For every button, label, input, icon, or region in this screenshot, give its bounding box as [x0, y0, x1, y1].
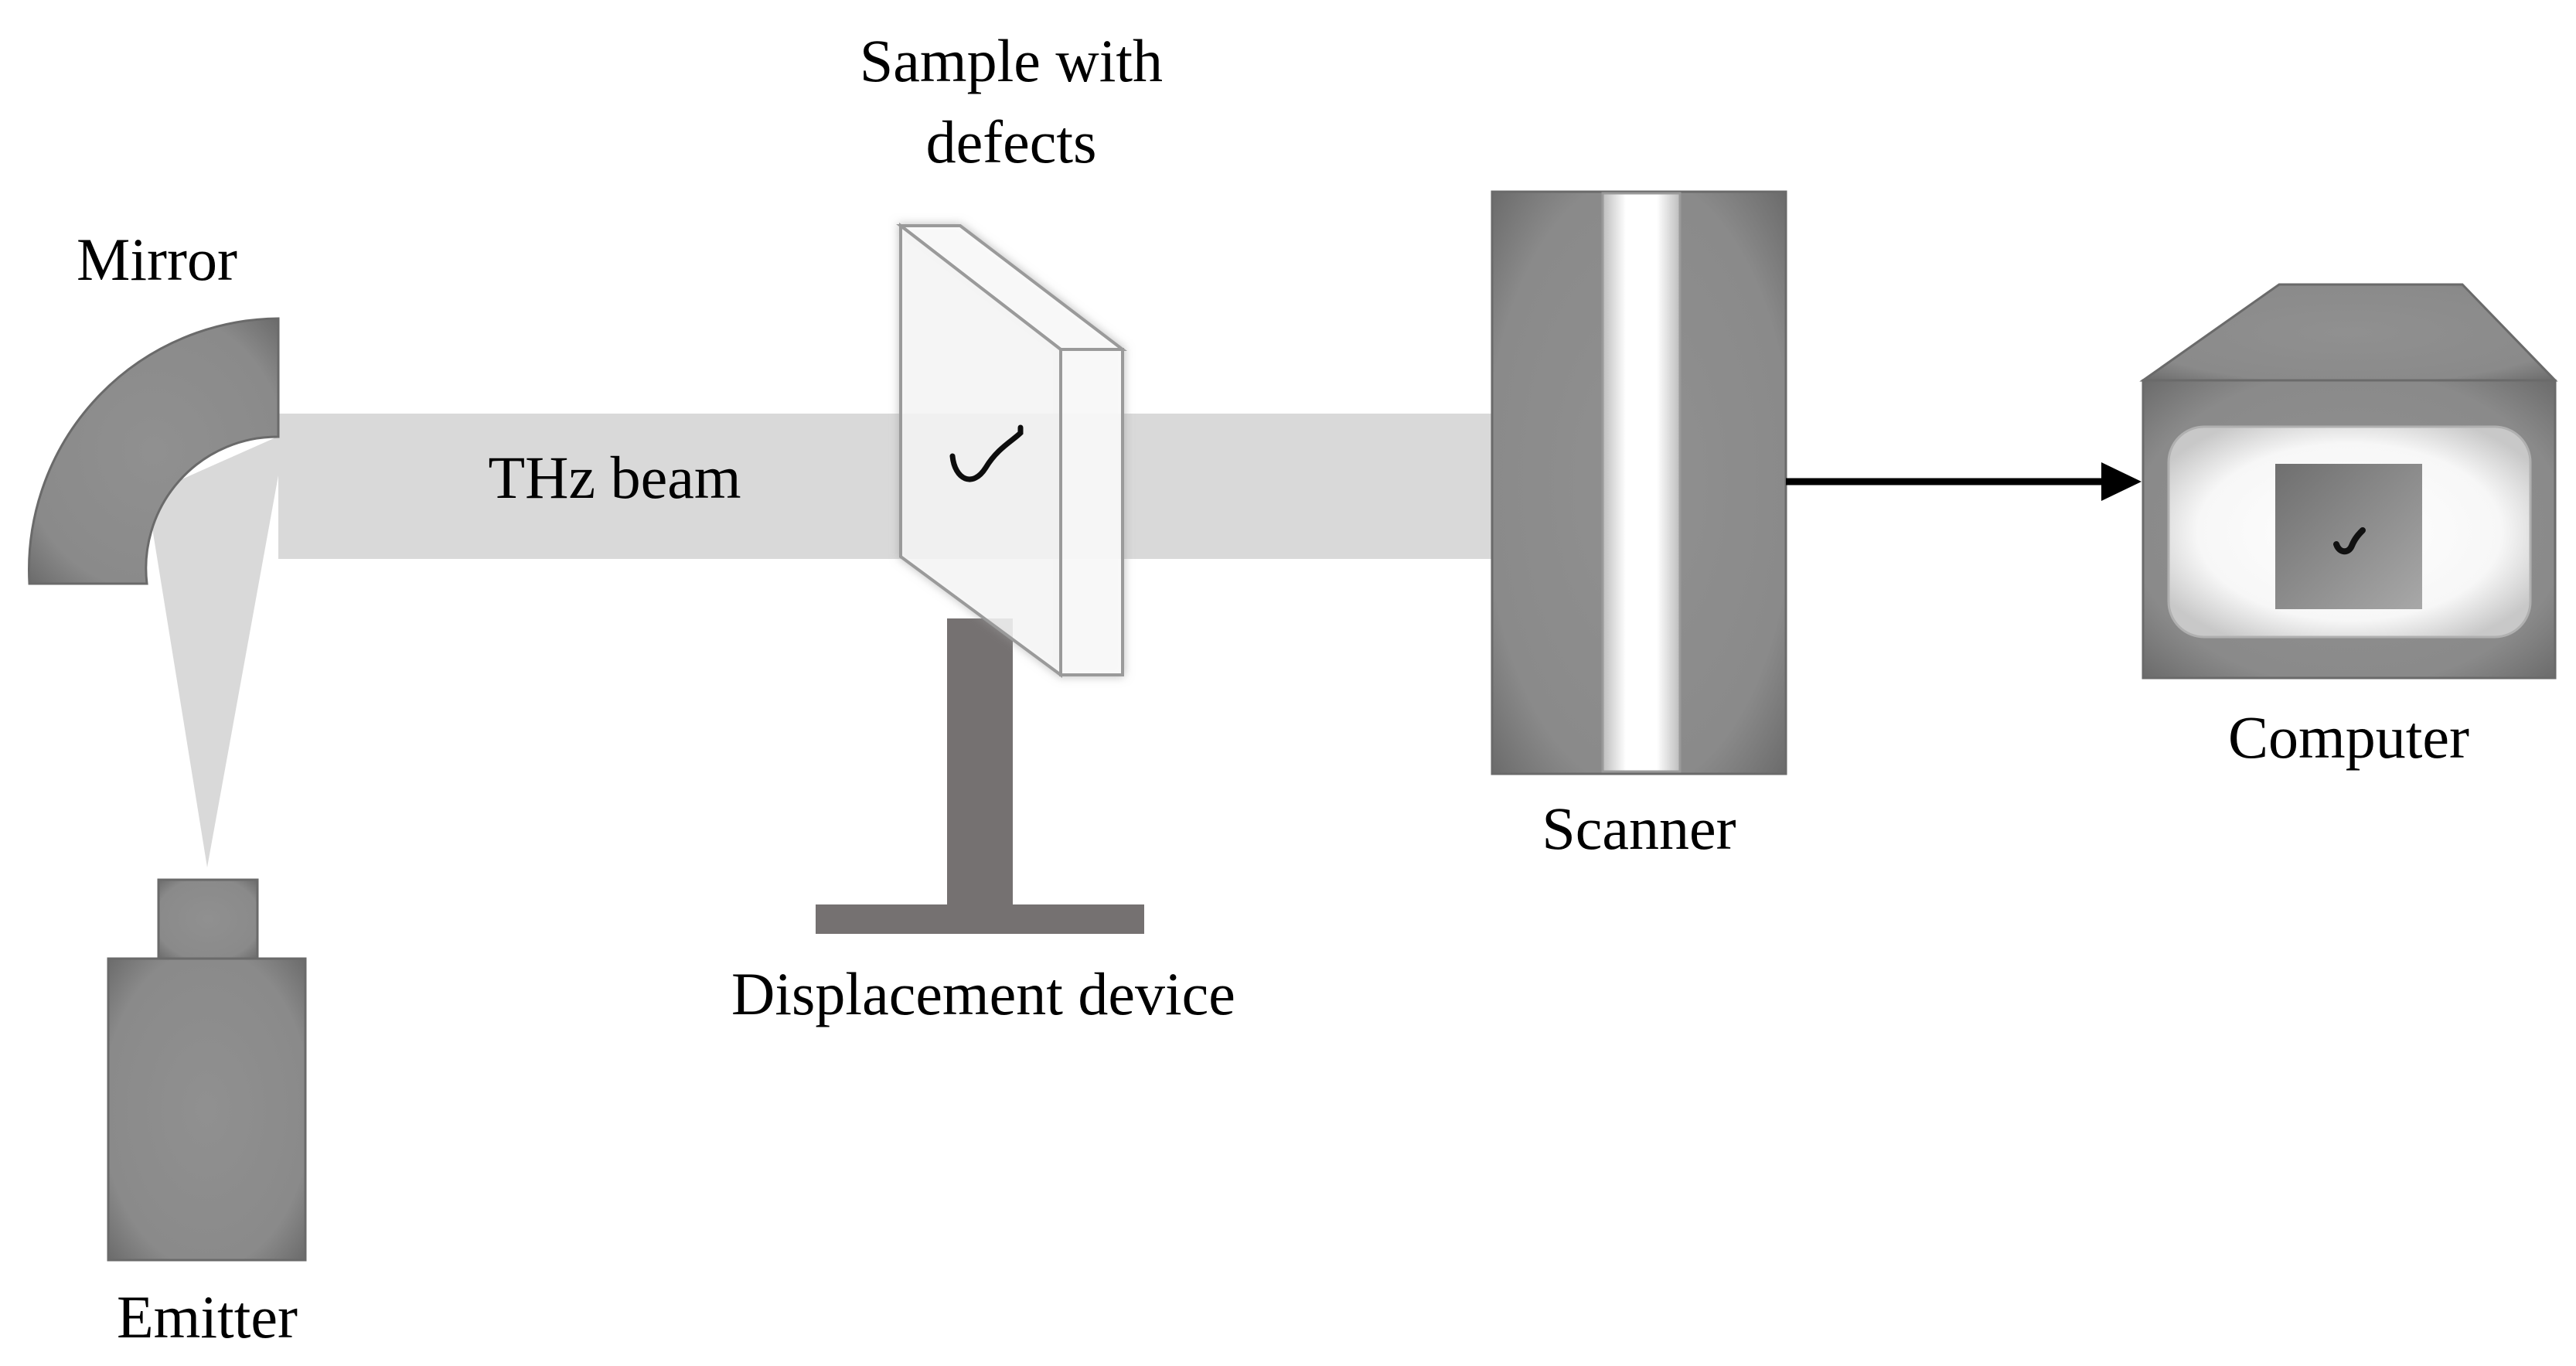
sample-side-face: [1059, 348, 1124, 676]
thz-beam-label: THz beam: [488, 444, 741, 511]
scan-image: [2275, 464, 2422, 609]
thz-beam-cone: [147, 433, 286, 867]
computer-top: [2139, 283, 2558, 382]
displacement-device-label: Displacement device: [731, 960, 1235, 1027]
scan-image-defect: [2333, 527, 2366, 555]
displacement-device-base: [816, 904, 1144, 934]
computer-label: Computer: [2228, 703, 2469, 771]
emitter-label: Emitter: [117, 1283, 298, 1351]
scanner-label: Scanner: [1542, 795, 1736, 862]
defect-mark: [949, 424, 1024, 482]
data-arrow-head: [2101, 462, 2142, 501]
emitter-nozzle: [157, 878, 259, 960]
mirror-label: Mirror: [77, 226, 237, 293]
sample-with-defects: [896, 222, 1127, 678]
sample-label-line2: defects: [926, 108, 1097, 175]
scanner-slit: [1601, 192, 1682, 773]
displacement-device-post: [947, 618, 1013, 911]
thz-beam: [278, 414, 1500, 559]
sample-label-line1: Sample with: [860, 27, 1163, 94]
emitter-body: [107, 957, 307, 1262]
mirror: [28, 317, 280, 585]
